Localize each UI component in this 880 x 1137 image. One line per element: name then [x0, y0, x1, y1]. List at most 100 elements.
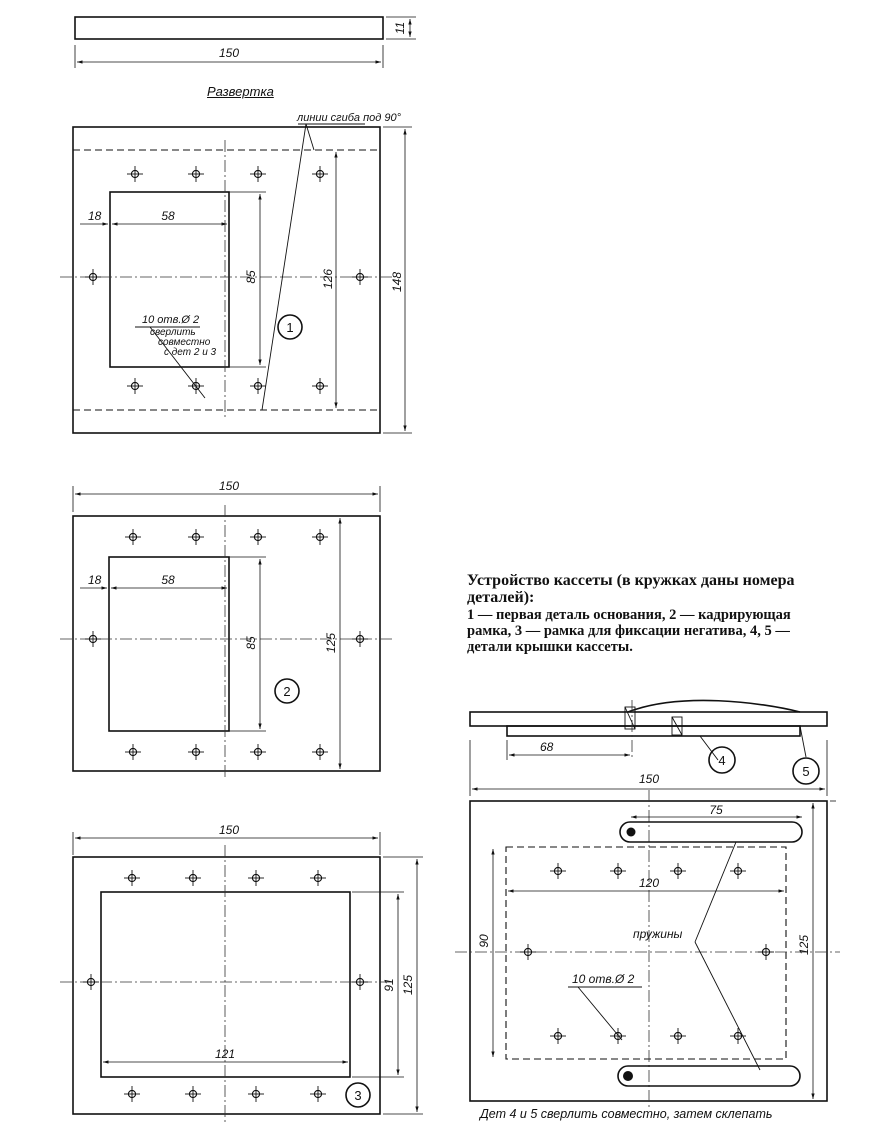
hole-marker	[249, 528, 267, 546]
strip-part: 150 11	[74, 16, 416, 68]
spring-slot-bottom	[617, 1065, 801, 1087]
lid-holes-note: 10 отв.Ø 2	[572, 972, 635, 986]
hole-marker	[311, 743, 329, 761]
lid-plan: 75 120 90 125 пружины 10 отв.Ø 2	[455, 790, 840, 1110]
hole-marker	[187, 743, 205, 761]
lid-inner-width-dim: 120	[639, 876, 659, 890]
part-1-window-width-dim: 58	[161, 209, 175, 223]
part-1-total-dim: 148	[390, 272, 404, 292]
hole-marker	[249, 165, 267, 183]
drill-note-line-2: совместно	[158, 337, 211, 348]
rivet	[626, 827, 636, 837]
part-1-holes-note: 10 отв.Ø 2	[142, 314, 199, 326]
part-1-inner-dim: 126	[321, 269, 335, 289]
hole-marker	[549, 1027, 567, 1045]
hole-marker	[311, 165, 329, 183]
part-number-4: 4	[718, 753, 725, 768]
hole-marker	[757, 943, 775, 961]
part-2-window-width-dim: 58	[161, 573, 175, 587]
part-2-outline	[72, 515, 381, 772]
part-number-circle	[708, 746, 736, 774]
part-2-side-dim: 125	[324, 633, 338, 653]
spring-profile	[627, 699, 801, 713]
part-2-width-dim: 150	[219, 479, 239, 493]
rivet	[623, 1071, 633, 1081]
caption: Устройство кассеты (в кружках даны номер…	[467, 572, 837, 655]
hole-marker	[84, 630, 102, 648]
hole-marker	[609, 1027, 627, 1045]
part-number-circle	[345, 1082, 371, 1108]
part-3-inner-height-dim: 91	[382, 978, 396, 991]
lid-side-dim: 125	[797, 935, 811, 955]
part-1-outline	[72, 126, 381, 434]
hole-marker	[249, 377, 267, 395]
caption-title: Устройство кассеты (в кружках даны номер…	[467, 572, 795, 606]
bend-lines-label: линии сгиба под 90°	[296, 112, 402, 124]
part-3-width-dim: 150	[219, 823, 239, 837]
part-3-window	[100, 891, 351, 1078]
part-2: 150 18 58 85 125 2	[60, 479, 395, 780]
hole-marker	[351, 630, 369, 648]
hole-marker	[123, 869, 141, 887]
part-number-2: 2	[283, 684, 290, 699]
hole-marker	[519, 943, 537, 961]
part-1-left-dim: 18	[88, 209, 102, 223]
part-3: 150 121 91 125 3	[60, 823, 423, 1125]
hole-marker	[184, 1085, 202, 1103]
hole-marker	[669, 1027, 687, 1045]
part-number-1: 1	[286, 320, 293, 335]
part-number-circle	[277, 314, 303, 340]
drill-note-line-1: сверлить	[150, 327, 196, 338]
hole-marker	[247, 869, 265, 887]
hole-marker	[309, 1085, 327, 1103]
part-2-left-dim: 18	[88, 573, 102, 587]
hole-marker	[126, 165, 144, 183]
part-number-circle	[274, 678, 300, 704]
part-1: линии сгиба под 90° 18 58 85 126 148 10 …	[60, 112, 412, 434]
hole-marker	[309, 869, 327, 887]
lid-slot-dim: 75	[709, 803, 723, 817]
part-2-window	[108, 556, 230, 732]
part-3-side-dim: 125	[401, 975, 415, 995]
hole-marker	[729, 862, 747, 880]
hole-marker	[249, 743, 267, 761]
strip-outline	[74, 16, 384, 40]
hole-marker	[123, 1085, 141, 1103]
part-2-window-height-dim: 85	[244, 636, 258, 650]
lid-offset-dim: 68	[540, 740, 554, 754]
hole-marker	[351, 973, 369, 991]
hole-marker	[82, 973, 100, 991]
part-3-outline	[72, 856, 381, 1115]
development-heading: Развертка	[207, 84, 274, 99]
part-3-inner-width-dim: 121	[215, 1047, 235, 1061]
footnote: Дет 4 и 5 сверлить совместно, затем скле…	[480, 1107, 773, 1121]
hole-marker	[311, 377, 329, 395]
lid-outline	[469, 800, 828, 1102]
hole-marker	[247, 1085, 265, 1103]
hole-marker	[669, 862, 687, 880]
caption-body: 1 — первая деталь основания, 2 — кадриру…	[467, 607, 791, 655]
part-1-window-height-dim: 85	[244, 270, 258, 284]
hole-marker	[187, 165, 205, 183]
drill-note-line-3: с дет 2 и 3	[164, 347, 217, 358]
strip-width-label: 150	[219, 46, 239, 60]
hole-marker	[609, 862, 627, 880]
hole-marker	[124, 743, 142, 761]
part-number-circle	[792, 757, 820, 785]
hole-marker	[729, 1027, 747, 1045]
lid-plate-section	[469, 711, 828, 727]
hole-marker	[124, 528, 142, 546]
part-1-window	[109, 191, 230, 368]
hole-marker	[184, 869, 202, 887]
strip-height-label: 11	[393, 22, 407, 34]
spring-slot-top	[619, 821, 803, 843]
lid-inner-height-dim: 90	[477, 934, 491, 948]
hole-marker	[84, 268, 102, 286]
springs-label: пружины	[633, 927, 683, 941]
hole-marker	[187, 528, 205, 546]
hole-marker	[351, 268, 369, 286]
hole-marker	[311, 528, 329, 546]
lid-width-dim: 150	[639, 772, 659, 786]
lid-section: 68 4 5 150	[469, 699, 828, 796]
